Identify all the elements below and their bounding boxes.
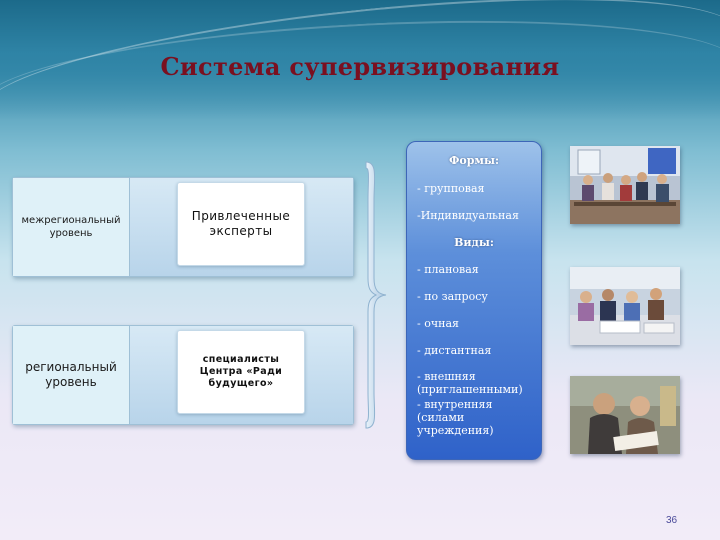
individual-session-photo <box>570 376 680 454</box>
classroom-photo <box>570 267 680 345</box>
types-item: - плановая <box>417 263 479 276</box>
who-card: Привлеченные эксперты <box>177 182 305 266</box>
level-label-line: уровень <box>45 375 97 389</box>
who-card: специалисты Центра «Ради будущего» <box>177 330 305 414</box>
page-number: 36 <box>666 515 678 526</box>
who-line: Привлеченные <box>191 209 291 223</box>
slide-title: Система супервизирования <box>160 52 560 81</box>
brace-connector <box>365 161 387 429</box>
who-line: Центра «Ради <box>199 366 283 377</box>
who-line: специалисты <box>202 354 280 365</box>
types-item: - очная <box>417 317 459 330</box>
level-panel-regional: региональный уровень специалисты Центра … <box>12 325 354 425</box>
level-label-line: уровень <box>49 228 93 239</box>
level-panel-interregional: межрегиональный уровень Привлеченные экс… <box>12 177 354 277</box>
types-heading: Виды: <box>454 236 494 249</box>
forms-item: -Индивидуальная <box>417 209 519 222</box>
level-label-line: межрегиональный <box>21 215 121 226</box>
types-item: - внутренняя (силами учреждения) <box>417 398 494 437</box>
types-item: - по запросу <box>417 290 488 303</box>
types-item: - дистантная <box>417 344 492 357</box>
level-label-line: региональный <box>25 360 117 374</box>
level-label-box: межрегиональный уровень <box>13 178 130 276</box>
forms-box: Формы: - групповая -Индивидуальная Виды:… <box>406 141 542 460</box>
level-who-area: специалисты Центра «Ради будущего» <box>130 326 353 424</box>
types-item: - внешняя (приглашенными) <box>417 370 523 396</box>
level-label-box: региональный уровень <box>13 326 130 424</box>
forms-heading: Формы: <box>448 154 500 167</box>
who-line: эксперты <box>209 224 273 238</box>
who-line: будущего» <box>208 378 274 389</box>
header-band <box>0 0 720 120</box>
forms-item: - групповая <box>417 182 485 195</box>
group-session-photo <box>570 146 680 224</box>
level-who-area: Привлеченные эксперты <box>130 178 353 276</box>
